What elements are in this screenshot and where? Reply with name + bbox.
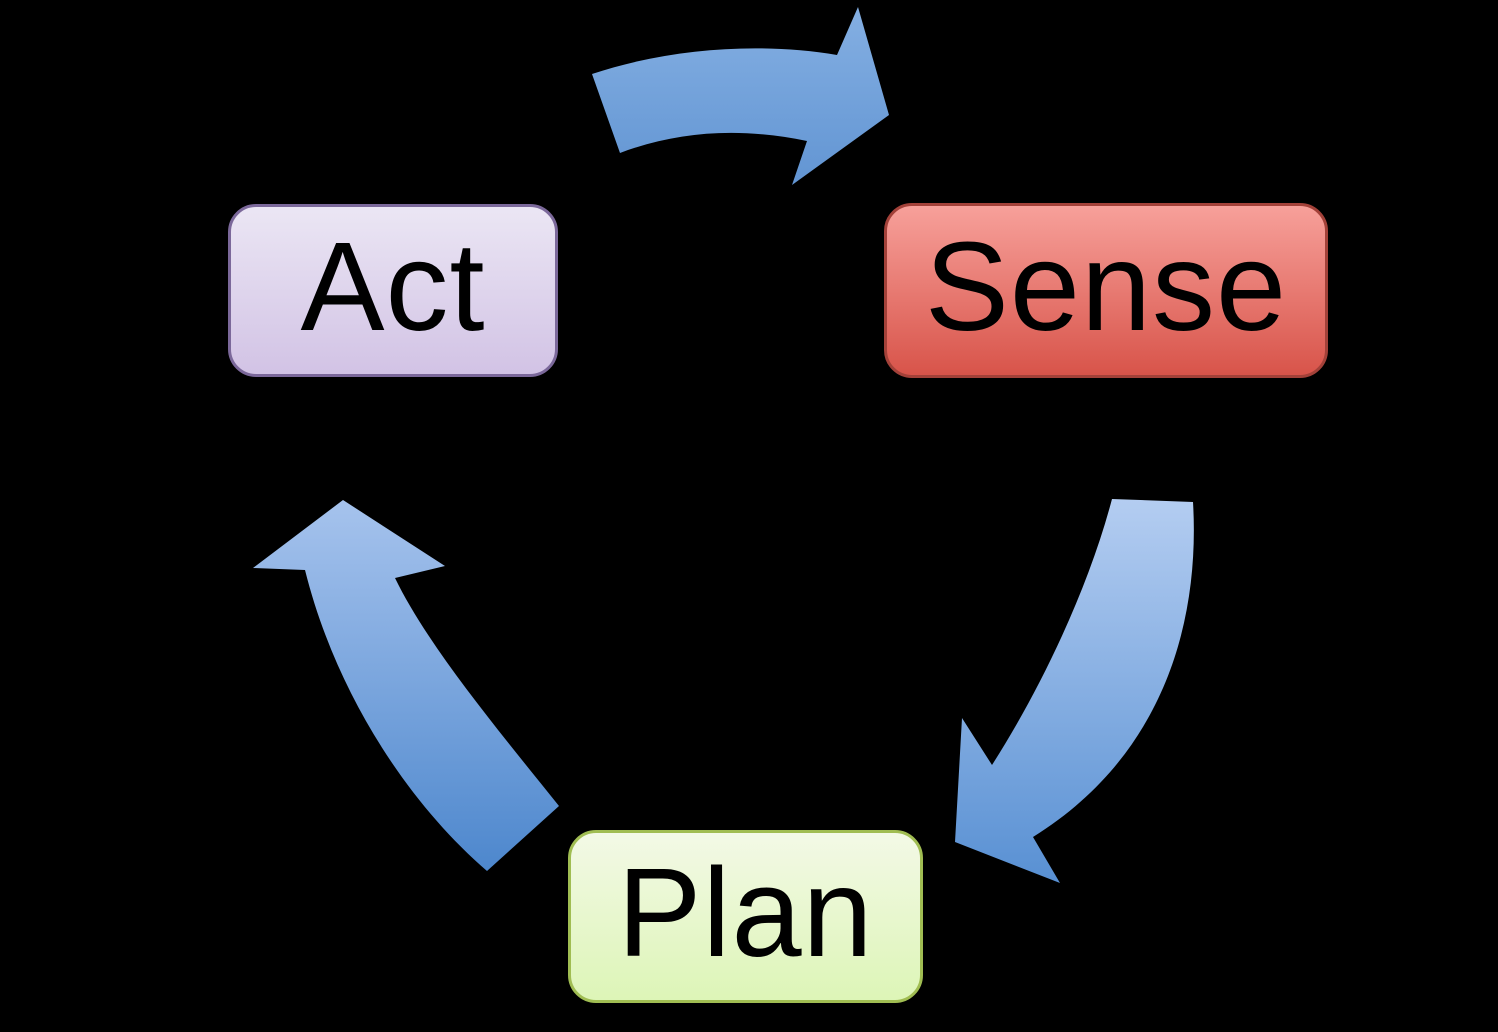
node-plan-label: Plan (617, 841, 874, 983)
node-plan: Plan (568, 830, 923, 1003)
node-sense: Sense (884, 203, 1328, 378)
arrow-sense-to-plan-icon (955, 499, 1194, 883)
node-act-label: Act (300, 215, 486, 357)
node-act: Act (228, 204, 558, 377)
node-sense-label: Sense (924, 215, 1288, 357)
arrow-plan-to-act-icon (253, 500, 559, 871)
arrow-act-to-sense-icon (592, 7, 889, 185)
